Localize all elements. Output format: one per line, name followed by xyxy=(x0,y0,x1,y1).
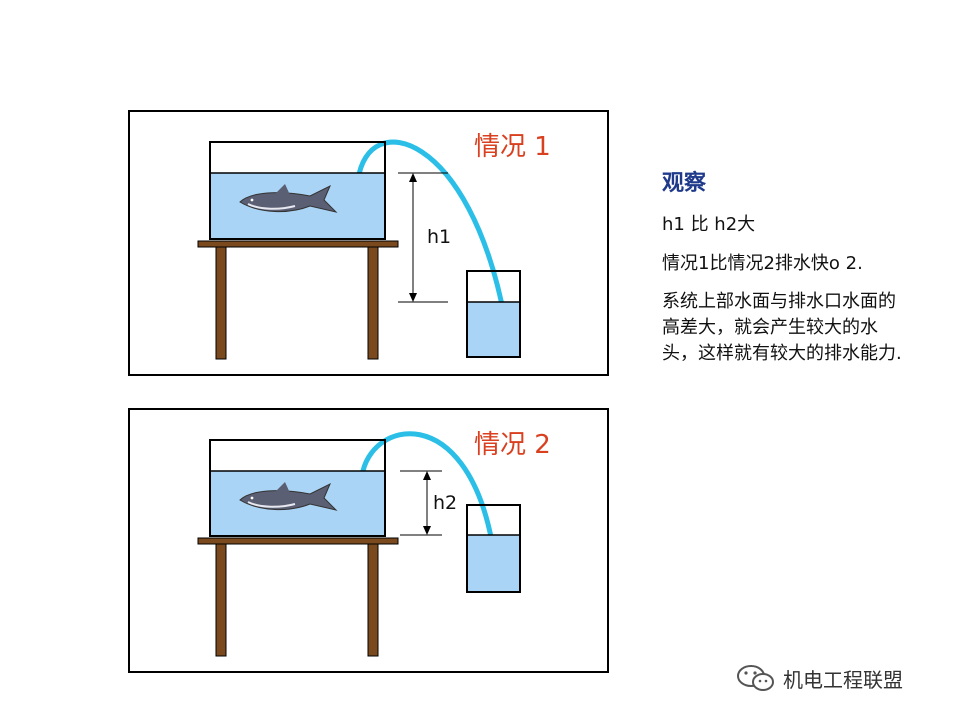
observation-panel: 观察 h1 比 h2大 情况1比情况2排水快o 2. 系统上部水面与排水口水面的… xyxy=(662,165,932,367)
h1-label: h1 xyxy=(427,226,452,248)
table-leg-right xyxy=(367,543,379,657)
bucket xyxy=(466,504,521,593)
observation-line-2: 情况1比情况2排水快o 2. xyxy=(662,253,863,274)
table-leg-left xyxy=(215,246,227,360)
observation-explanation: 系统上部水面与排水口水面的高差大，就会产生较大的水头，这样就有较大的排水能力. xyxy=(662,291,902,365)
siphon-hose xyxy=(359,431,495,545)
aquarium-tank xyxy=(209,141,386,240)
case-2-panel: 情况 2 h2 xyxy=(128,408,609,673)
case-1-panel: 情况 1 h1 xyxy=(128,110,609,376)
table-top xyxy=(197,537,399,545)
h2-label: h2 xyxy=(433,492,458,514)
case-1-diagram xyxy=(197,139,521,360)
case-1-label: 情况 1 xyxy=(474,132,551,162)
siphon-hose xyxy=(355,139,508,323)
table-top xyxy=(197,240,399,248)
aquarium-tank xyxy=(209,439,386,537)
case-2-label: 情况 2 xyxy=(474,430,551,460)
wechat-icon xyxy=(737,665,774,691)
case-2-diagram xyxy=(197,431,521,657)
bucket-water xyxy=(467,535,520,592)
shark-icon xyxy=(239,184,338,213)
observation-title: 观察 xyxy=(662,171,707,196)
watermark: 机电工程联盟 xyxy=(735,662,903,694)
shark-icon xyxy=(239,482,338,511)
bucket-water xyxy=(467,302,520,357)
watermark-text: 机电工程联盟 xyxy=(783,667,903,692)
observation-line-1: h1 比 h2大 xyxy=(662,214,756,235)
table-leg-right xyxy=(367,246,379,360)
table-leg-left xyxy=(215,543,227,657)
bucket xyxy=(466,270,521,358)
